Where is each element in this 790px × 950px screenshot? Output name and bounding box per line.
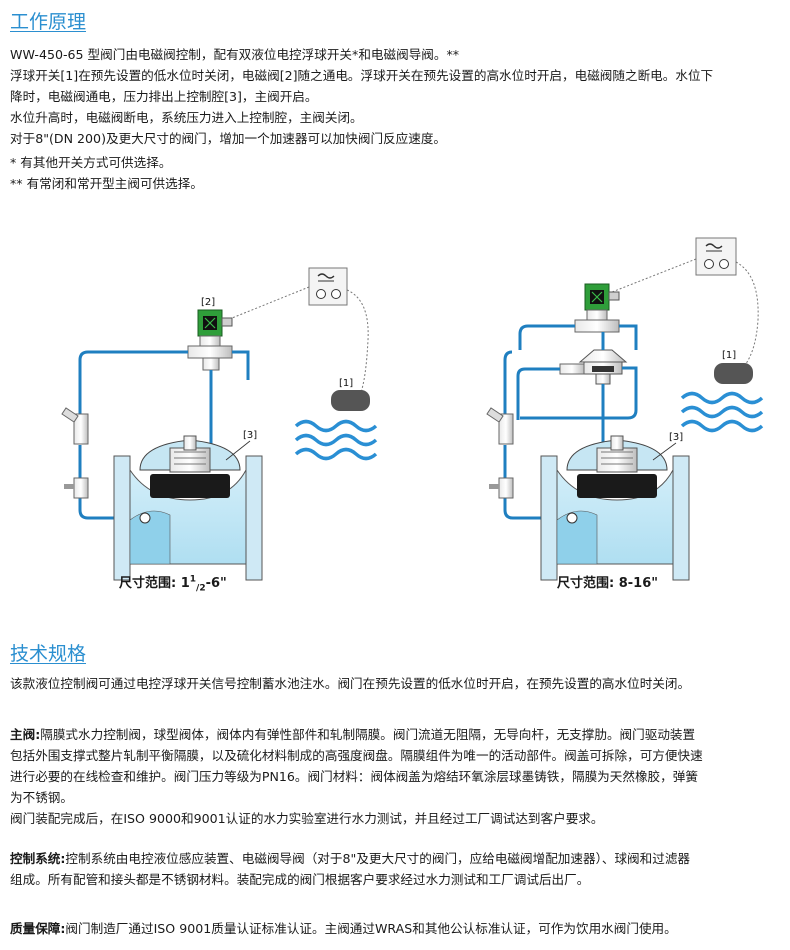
accelerator-icon bbox=[559, 349, 628, 385]
main-valve-spec: 主阀:隔膜式水力控制阀，球型阀体，阀体内有弹性部件和轧制隔膜。阀门流道无阻隔，无… bbox=[10, 724, 782, 829]
strainer-icon bbox=[61, 407, 89, 445]
footnote-line: ** 有常闭和常开型主阀可供选择。 bbox=[10, 176, 203, 191]
left-valve-diagram: [1] [2] bbox=[61, 267, 378, 581]
main-line: 隔膜式水力控制阀，球型阀体，阀体内有弹性部件和轧制隔膜。阀门流道无阻隔，无导向杆… bbox=[40, 727, 696, 742]
footnote-line: * 有其他开关方式可供选择。 bbox=[10, 155, 172, 170]
label-solenoid-2: [2] bbox=[201, 297, 215, 308]
right-size-range-caption: 尺寸范围: 8-16" bbox=[557, 576, 659, 591]
right-valve-diagram: [1] bbox=[486, 237, 764, 581]
ball-valve-icon bbox=[64, 477, 89, 499]
section-title-working-principle: 工作原理 bbox=[10, 11, 87, 33]
strainer-icon bbox=[486, 407, 514, 445]
float-switch-icon bbox=[714, 363, 753, 384]
label-float-1: [1] bbox=[722, 350, 736, 361]
main-line: 为不锈钢。 bbox=[10, 790, 73, 805]
main-line: 包括外围支撑式整片轧制平衡隔膜，以及硫化材料制成的高强度阀盘。隔膜组件为唯一的活… bbox=[10, 748, 703, 763]
principle-line: 对于8"(DN 200)及更大尺寸的阀门，增加一个加速器可以加快阀门反应速度。 bbox=[10, 131, 447, 146]
main-line: 进行必要的在线检查和维护。阀门压力等级为PN16。阀门材料：阀体阀盖为熔结环氧涂… bbox=[10, 769, 698, 784]
section-title-technical-specs: 技术规格 bbox=[10, 643, 87, 665]
ball-valve-icon bbox=[489, 477, 514, 499]
control-tubing bbox=[503, 324, 638, 520]
caption-sup: 1 bbox=[189, 574, 197, 585]
water-waves-icon bbox=[680, 391, 764, 433]
control-system-spec: 控制系统:控制系统由电控液位感应装置、电磁阀导阀（对于8"及更大尺寸的阀门，应给… bbox=[10, 848, 782, 890]
left-size-range-caption: 尺寸范围: 11/2-6" bbox=[119, 572, 227, 594]
control-line: 控制系统由电控液位感应装置、电磁阀导阀（对于8"及更大尺寸的阀门，应给电磁阀增配… bbox=[65, 851, 691, 866]
caption-sub: /2 bbox=[196, 583, 206, 594]
specs-intro: 该款液位控制阀可通过电控浮球开关信号控制蓄水池注水。阀门在预先设置的低水位时开启… bbox=[10, 676, 691, 691]
main-valve-body bbox=[540, 435, 690, 581]
float-switch-icon bbox=[331, 390, 370, 411]
label-chamber-3: [3] bbox=[669, 432, 683, 443]
main-valve-body bbox=[113, 435, 263, 581]
principle-line: 降时，电磁阀通电，压力排出上控制腔[3]，主阀开启。 bbox=[10, 89, 318, 104]
water-waves-icon bbox=[294, 419, 378, 461]
caption-text: 尺寸范围: 1 bbox=[119, 576, 190, 591]
quality-label: 质量保障: bbox=[10, 921, 66, 936]
control-line: 组成。所有配管和接头都是不锈钢材料。装配完成的阀门根据客户要求经过水力测试和工厂… bbox=[10, 872, 590, 887]
test-line: 阀门装配完成后，在ISO 9000和9001认证的水力实验室进行水力测试，并且经… bbox=[10, 811, 604, 826]
quality-line: 阀门制造厂通过ISO 9001质量认证标准认证。主阀通过WRAS和其他公认标准认… bbox=[65, 921, 677, 936]
principle-line: WW-450-65 型阀门由电磁阀控制，配有双液位电控浮球开关*和电磁阀导阀。*… bbox=[10, 47, 460, 62]
quality-spec: 质量保障:阀门制造厂通过ISO 9001质量认证标准认证。主阀通过WRAS和其他… bbox=[10, 918, 782, 939]
solenoid-valve-icon bbox=[187, 309, 233, 371]
label-chamber-3: [3] bbox=[243, 430, 257, 441]
valve-diagrams: [1] [2] bbox=[61, 237, 764, 581]
control-system-label: 控制系统: bbox=[10, 851, 66, 866]
principle-line: 水位升高时，电磁阀断电，系统压力进入上控制腔，主阀关闭。 bbox=[10, 110, 363, 125]
solenoid-valve-icon bbox=[574, 283, 620, 333]
control-tubing bbox=[78, 350, 250, 520]
working-principle-text: WW-450-65 型阀门由电磁阀控制，配有双液位电控浮球开关*和电磁阀导阀。*… bbox=[10, 44, 782, 194]
level-controller-box bbox=[308, 267, 348, 306]
caption-text: -6" bbox=[205, 576, 227, 591]
principle-line: 浮球开关[1]在预先设置的低水位时关闭，电磁阀[2]随之通电。浮球开关在预先设置… bbox=[10, 68, 714, 83]
main-valve-label: 主阀: bbox=[10, 727, 41, 742]
level-controller-box bbox=[695, 237, 737, 276]
label-float-1: [1] bbox=[339, 378, 353, 389]
